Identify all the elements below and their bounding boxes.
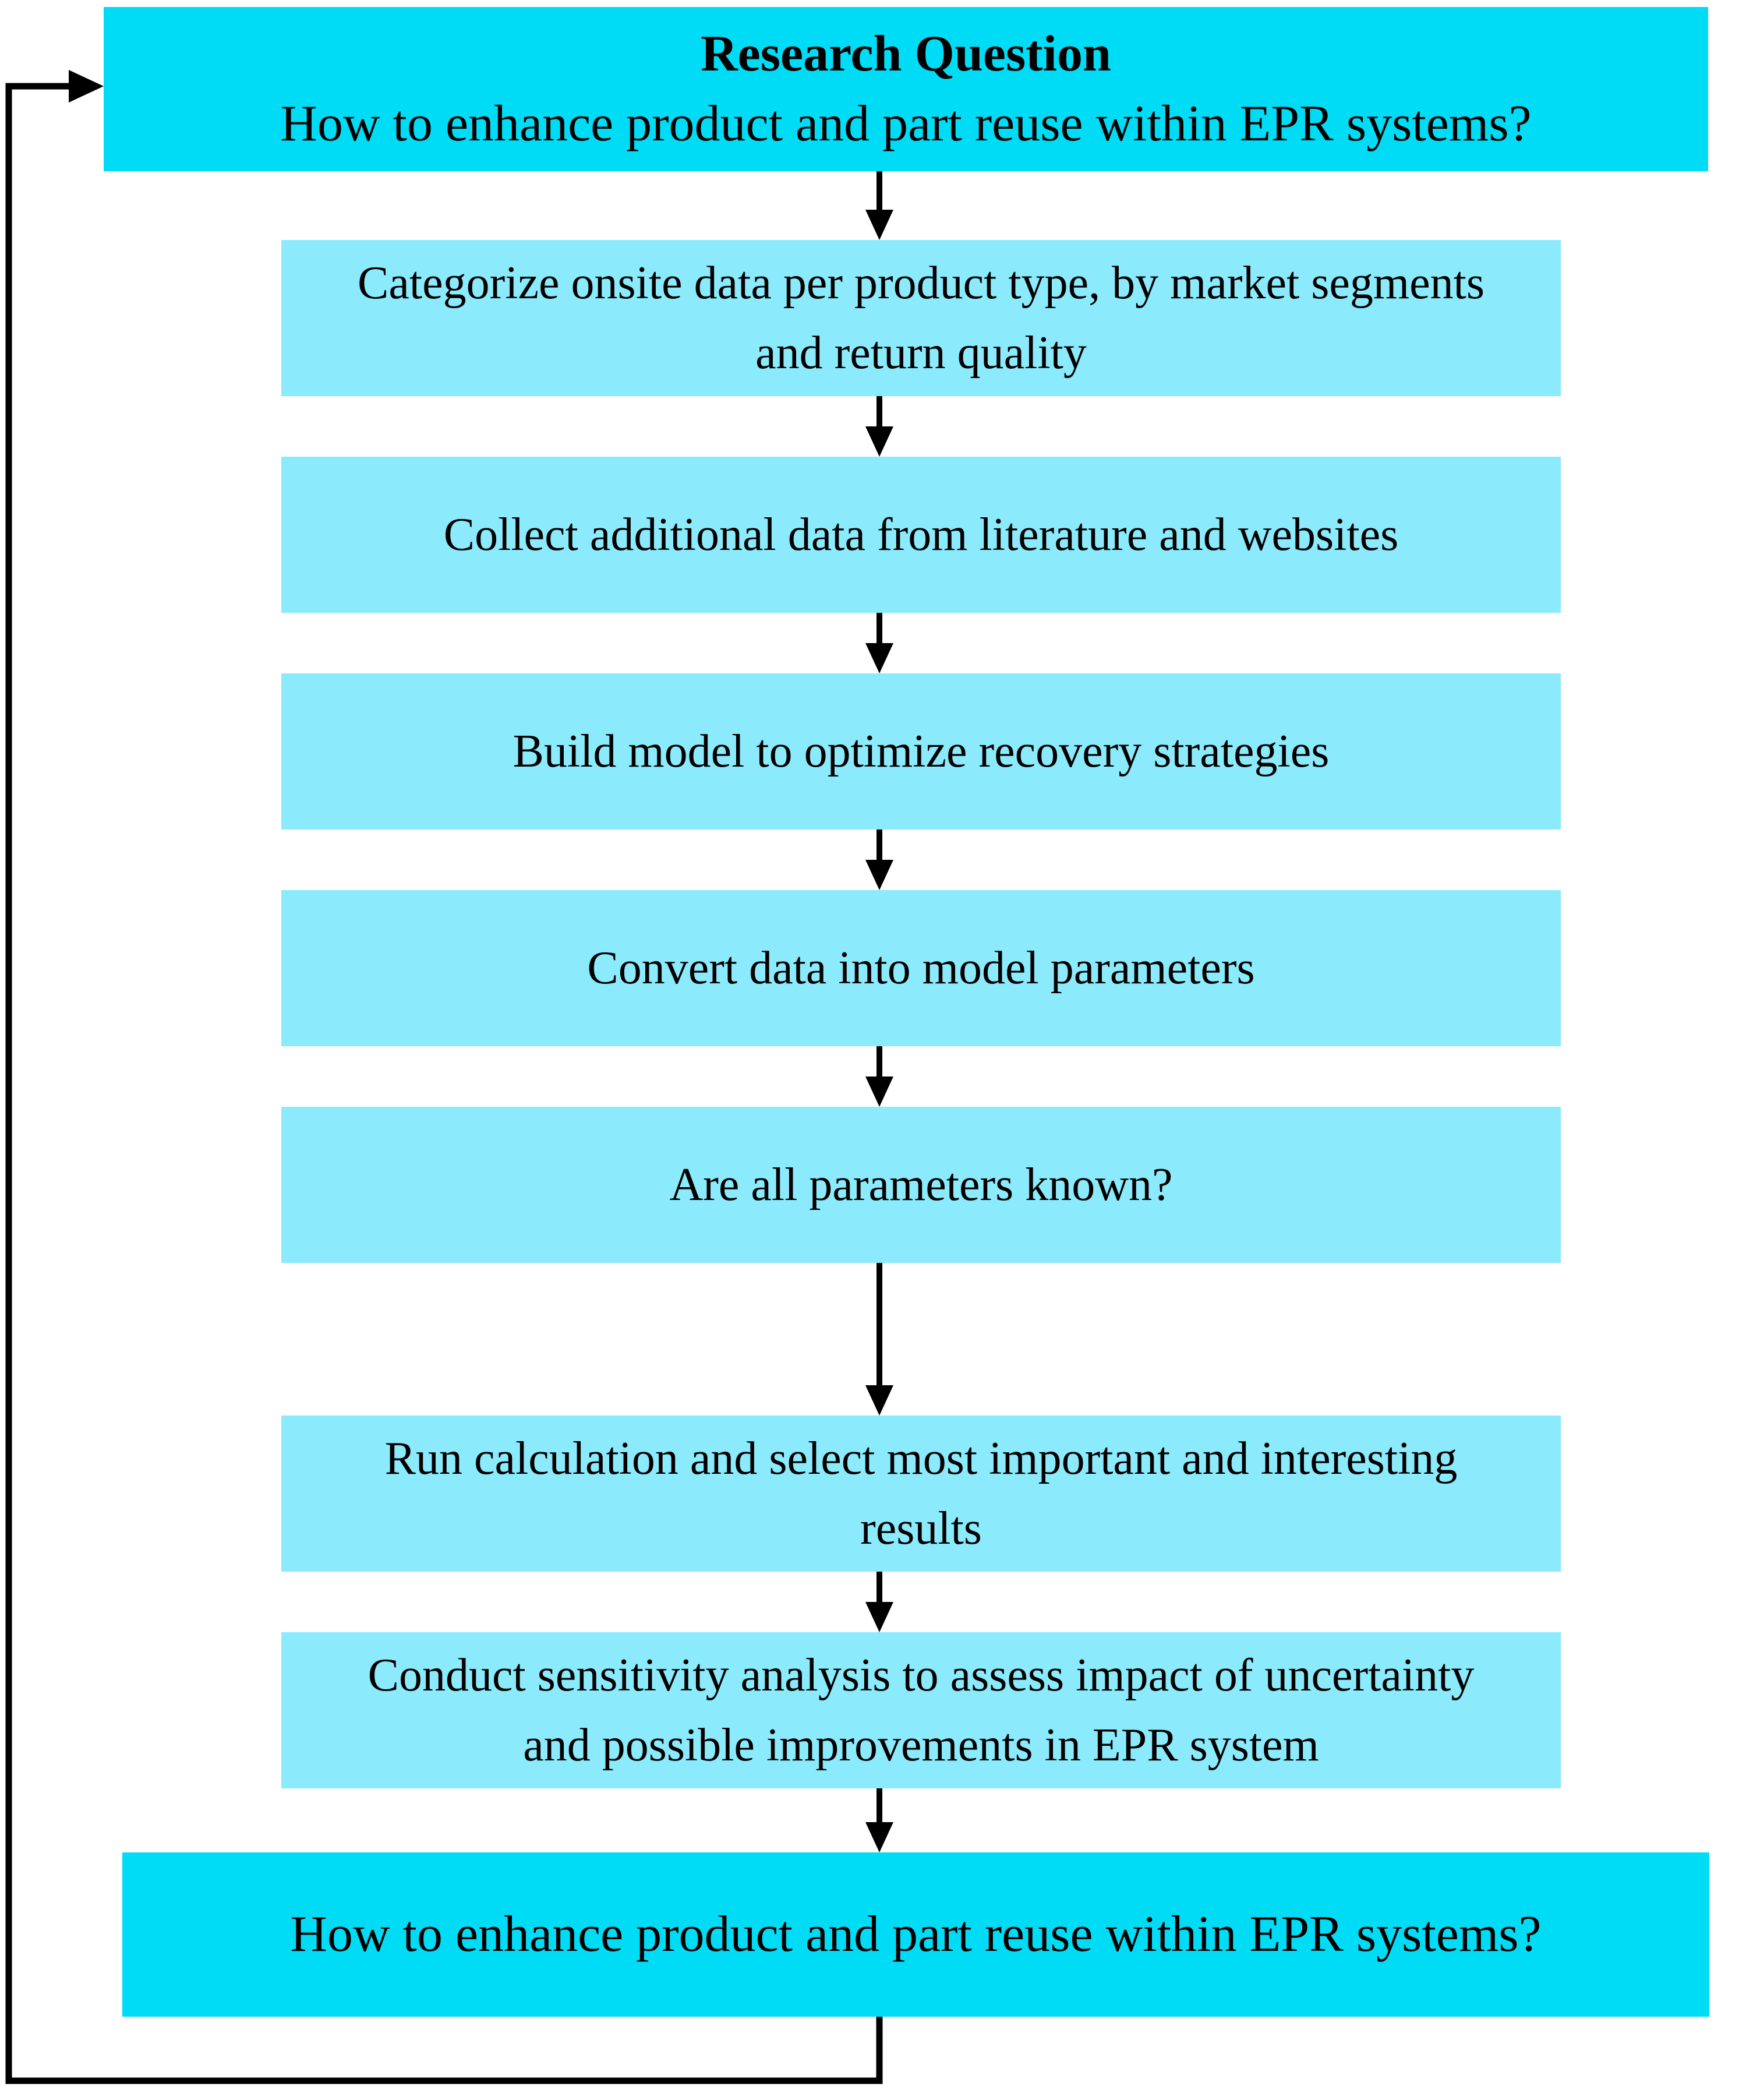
step-box-run-calculation: Run calculation and select most importan… <box>281 1416 1561 1572</box>
step-box-collect-data: Collect additional data from literature … <box>281 457 1561 613</box>
step-text: Conduct sensitivity analysis to assess i… <box>367 1650 1475 1771</box>
flow-arrow-6 <box>865 1263 893 1416</box>
flow-arrow-4 <box>865 830 893 890</box>
step-box-sensitivity-analysis: Conduct sensitivity analysis to assess i… <box>281 1632 1561 1788</box>
step-text: Collect additional data from literature … <box>443 509 1399 560</box>
step-box-build-model: Build model to optimize recovery strateg… <box>281 673 1561 830</box>
loopback-box: How to enhance product and part reuse wi… <box>122 1852 1709 2017</box>
flow-arrow-8 <box>865 1788 893 1852</box>
flow-arrow-5 <box>865 1046 893 1107</box>
step-text: Build model to optimize recovery strateg… <box>513 726 1330 777</box>
step-box-categorize-data: Categorize onsite data per product type,… <box>281 240 1561 396</box>
step-text: Run calculation and select most importan… <box>384 1433 1458 1554</box>
research-question-title: Research Question <box>701 26 1111 83</box>
step-box-parameters-known: Are all parameters known? <box>281 1107 1561 1263</box>
step-text: Are all parameters known? <box>669 1159 1173 1210</box>
research-question-box: Research Question How to enhance product… <box>104 7 1708 171</box>
loopback-text: How to enhance product and part reuse wi… <box>290 1906 1542 1963</box>
step-text: Categorize onsite data per product type,… <box>358 257 1485 379</box>
step-text: Convert data into model parameters <box>587 943 1255 994</box>
flow-arrow-2 <box>865 396 893 457</box>
flow-arrow-1 <box>865 171 893 240</box>
step-box-convert-data: Convert data into model parameters <box>281 890 1561 1046</box>
flow-arrow-7 <box>865 1572 893 1632</box>
flow-arrow-3 <box>865 613 893 673</box>
research-question-text: How to enhance product and part reuse wi… <box>280 96 1532 152</box>
